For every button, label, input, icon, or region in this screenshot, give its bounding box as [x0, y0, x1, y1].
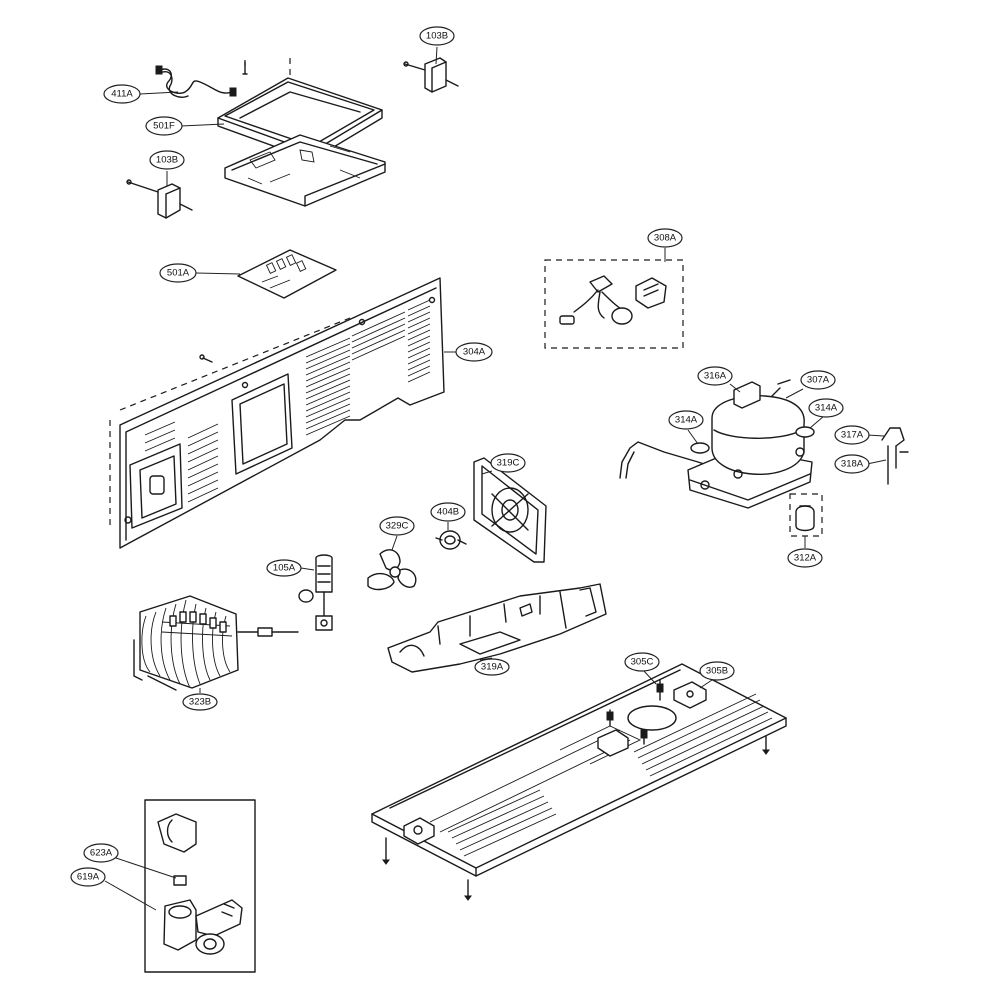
callout-label: 314A	[675, 415, 698, 426]
evaporator-part	[133, 595, 299, 691]
callout-316A: 316A	[697, 366, 733, 386]
callout-label: 316A	[704, 371, 727, 382]
callout-411A: 411A	[103, 84, 141, 104]
callout-308A: 308A	[647, 228, 683, 248]
callout-label: 304A	[463, 347, 486, 358]
power-cord-part	[155, 60, 248, 98]
callout-label: 314A	[815, 403, 838, 414]
callout-label: 329C	[386, 521, 409, 532]
callout-label: 305C	[631, 657, 654, 668]
callout-label: 307A	[807, 375, 830, 386]
drain-duct-part	[387, 583, 607, 673]
callout-501F: 501F	[145, 116, 183, 136]
bracket-left-part	[126, 179, 193, 219]
callout-label: 308A	[654, 233, 677, 244]
callout-label: 323B	[189, 697, 211, 708]
bracket-top-part	[403, 57, 459, 93]
callout-323B: 323B	[182, 693, 218, 711]
callout-label: 404B	[437, 507, 459, 518]
callout-label: 103B	[426, 31, 448, 42]
callout-105A: 105A	[266, 559, 302, 577]
base-plate-part	[371, 663, 787, 901]
callout-623A: 623A	[83, 843, 119, 863]
callout-label: 319A	[481, 662, 504, 673]
callout-label: 501F	[153, 121, 175, 132]
fan-blade-part	[367, 549, 417, 591]
callout-314A-left: 314A	[668, 410, 704, 430]
callout-318A: 318A	[834, 454, 870, 474]
callout-304A: 304A	[455, 342, 493, 362]
callout-label: 619A	[77, 872, 100, 883]
callout-319C: 319C	[490, 453, 526, 473]
fan-motor-part	[435, 530, 467, 550]
callout-305B: 305B	[699, 661, 735, 681]
callout-label: 103B	[156, 155, 178, 166]
callout-307A: 307A	[800, 370, 836, 390]
fan-shroud-part	[473, 457, 547, 563]
callout-label: 411A	[111, 89, 133, 100]
callout-305C: 305C	[624, 652, 660, 672]
callout-label: 319C	[497, 458, 520, 469]
callout-329C: 329C	[379, 516, 415, 536]
callout-501A: 501A	[159, 263, 197, 283]
callout-label: 305B	[706, 666, 728, 677]
pcb-board-part	[237, 249, 337, 299]
callout-label: 105A	[273, 563, 296, 574]
rear-panel-part	[109, 277, 445, 549]
callout-404B: 404B	[430, 502, 466, 522]
callout-319A: 319A	[474, 658, 510, 676]
callout-label: 501A	[167, 268, 190, 279]
callout-314A-right: 314A	[808, 398, 844, 418]
callout-317A: 317A	[834, 425, 870, 445]
callout-label: 317A	[841, 430, 864, 441]
callout-label: 312A	[794, 553, 817, 564]
callout-312A: 312A	[787, 548, 823, 568]
control-box-part	[217, 58, 386, 207]
callout-103B-top: 103B	[419, 26, 455, 46]
callout-label: 318A	[841, 459, 864, 470]
compressor-part	[619, 379, 909, 537]
callout-619A: 619A	[70, 867, 106, 887]
leader-lines	[104, 46, 887, 911]
valve-part	[298, 554, 333, 631]
callout-label: 623A	[90, 848, 113, 859]
wire-harness-part	[544, 259, 684, 349]
callout-103B-left: 103B	[149, 150, 185, 170]
water-valve-part	[144, 799, 256, 973]
